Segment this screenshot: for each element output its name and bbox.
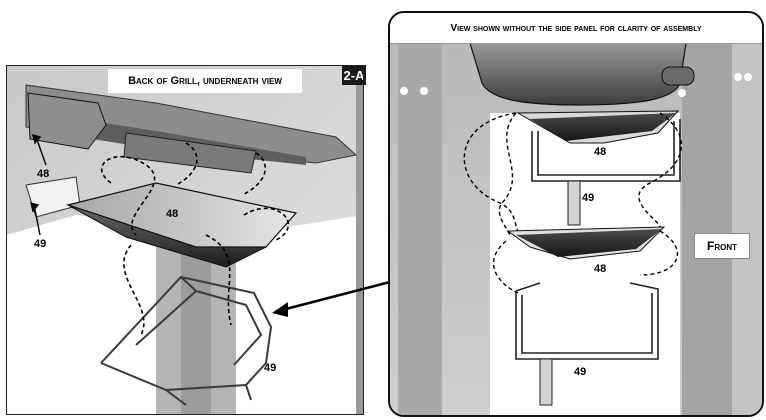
left-floor-area [6, 215, 156, 415]
left-panel-border [6, 65, 364, 415]
left-small-tray [27, 92, 107, 150]
upper-bracket-wire [531, 119, 681, 182]
right-label-48-upper: 48 [594, 146, 606, 158]
right-panel-caption: View shown without the side panel for cl… [390, 13, 762, 44]
lower-support-post [539, 358, 553, 406]
right-wall-area [490, 113, 680, 415]
firebox-handle [661, 66, 695, 86]
right-label-49-upper: 49 [582, 192, 594, 204]
left-label-48-main: 48 [166, 208, 178, 220]
right-panel: 48 49 48 49 View shown without the side … [388, 11, 764, 417]
right-label-49-lower: 49 [574, 366, 586, 378]
lower-tray-body [516, 229, 662, 257]
upper-tray-body [530, 113, 676, 141]
left-label-49-main: 49 [264, 362, 276, 374]
frame-holes [400, 73, 752, 97]
left-panel-caption: Back of Grill, underneath view [108, 69, 302, 93]
connector-arrow [272, 280, 391, 317]
left-label-48-small: 48 [37, 168, 49, 180]
right-panel-illustration: 48 49 48 49 [390, 13, 762, 415]
grill-inner-pan [123, 132, 257, 174]
left-pointer-arrows [30, 133, 47, 236]
left-assembly-paths [100, 142, 290, 336]
right-left-leg [398, 43, 442, 415]
left-panel: 48 49 48 49 Back of Grill, underneath vi… [6, 65, 366, 415]
upper-support-post [567, 180, 581, 226]
left-panel-edge [356, 65, 364, 415]
step-badge: 2-A [342, 65, 366, 85]
right-back-panel [732, 43, 762, 415]
main-grease-tray-body [67, 204, 267, 268]
right-right-leg [682, 43, 732, 415]
left-label-49-small: 49 [34, 238, 46, 250]
right-floor-area [236, 215, 364, 415]
front-label: Front [694, 233, 750, 259]
firebox [469, 42, 687, 106]
left-panel-illustration: 48 49 48 49 [6, 65, 364, 415]
grill-leg-shade [181, 215, 211, 415]
right-label-48-lower: 48 [594, 263, 606, 275]
right-assembly-paths [463, 112, 683, 294]
hanging-bracket-wire [100, 275, 273, 406]
lower-bracket-wire [515, 282, 659, 360]
